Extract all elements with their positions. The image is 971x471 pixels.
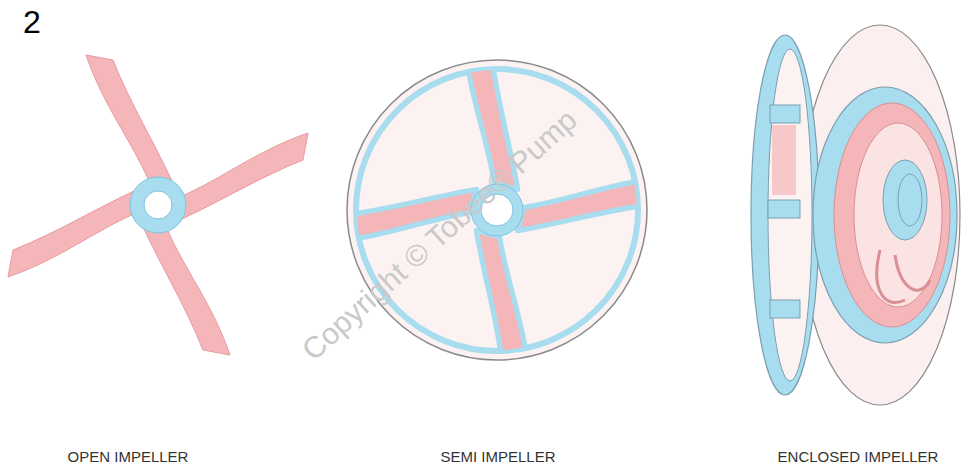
semi-impeller — [304, 17, 690, 403]
impeller-caption: SEMI IMPELLER — [440, 448, 555, 465]
impeller-caption: ENCLOSED IMPELLER — [778, 448, 939, 465]
impeller-caption: OPEN IMPELLER — [68, 448, 189, 465]
open-impeller — [8, 55, 308, 355]
enclosed-impeller — [751, 25, 960, 405]
figure-number: 2 — [23, 4, 41, 41]
